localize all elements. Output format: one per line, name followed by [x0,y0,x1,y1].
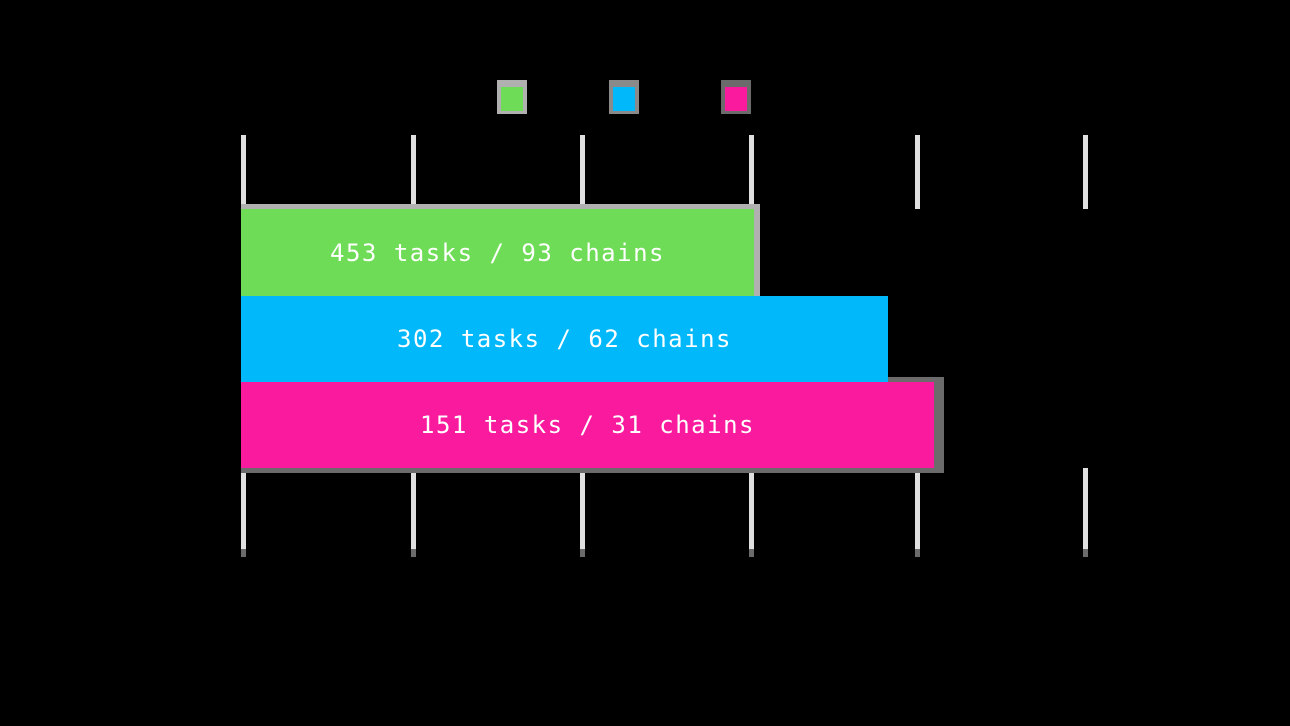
gridline-cap-3 [580,549,585,557]
bar-label-pink: 151 tasks / 31 chains [420,411,755,439]
gridline-6-top [1083,135,1088,209]
legend-item-blue[interactable] [609,80,639,114]
gridline-3-top [580,135,585,209]
gridline-1-top [241,135,246,209]
gridline-4-top [749,135,754,209]
gridline-cap-4 [749,549,754,557]
gridline-cap-5 [915,549,920,557]
bar-blue[interactable]: 302 tasks / 62 chains [241,296,888,382]
gridline-2-bottom [411,468,416,557]
legend-swatch-pink [725,87,747,111]
bar-pink[interactable]: 151 tasks / 31 chains [241,382,934,468]
gridline-5-top [915,135,920,209]
gridline-1-bottom [241,468,246,557]
gridline-cap-2 [411,549,416,557]
legend-swatch-blue [613,87,635,111]
gridline-cap-6 [1083,549,1088,557]
bar-label-green: 453 tasks / 93 chains [330,238,665,267]
gridline-3-bottom [580,468,585,557]
legend-item-pink[interactable] [721,80,751,114]
gridline-2-top [411,135,416,209]
bar-label-blue: 302 tasks / 62 chains [397,325,732,353]
gridline-5-bottom [915,468,920,557]
bar-green[interactable]: 453 tasks / 93 chains [241,209,754,296]
legend-item-green[interactable] [497,80,527,114]
gridline-4-bottom [749,468,754,557]
legend-swatch-green [501,87,523,111]
gridline-cap-1 [241,549,246,557]
gridline-6-bottom [1083,468,1088,557]
